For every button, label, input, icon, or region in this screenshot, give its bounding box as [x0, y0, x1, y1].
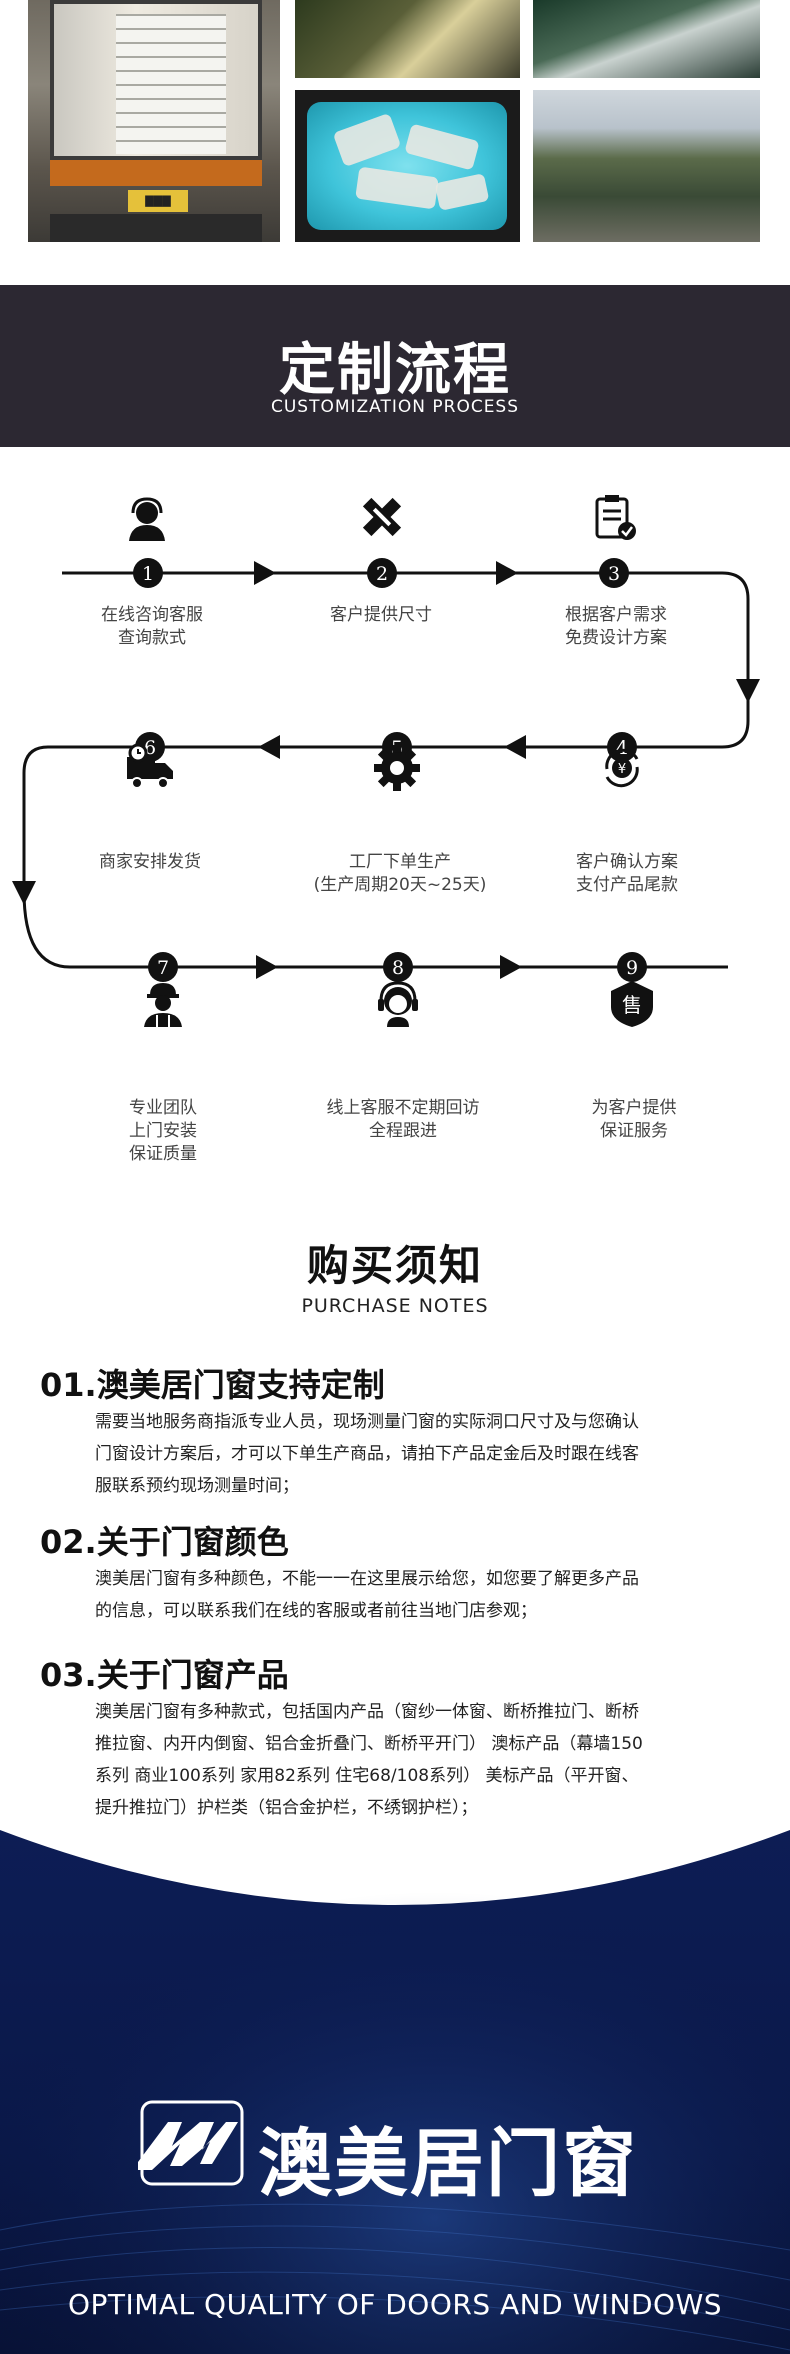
note-line: 需要当地服务商指派专业人员，现场测量门窗的实际洞口尺寸及与您确认: [95, 1412, 639, 1432]
arrow-down-icon: [736, 679, 760, 703]
arrow-right-icon: [496, 561, 518, 585]
step-label-9: 为客户提供 保证服务: [591, 1098, 677, 1141]
gear-icon: [374, 745, 420, 791]
packaged-part: [355, 166, 439, 210]
step-label-6: 商家安排发货: [99, 852, 201, 872]
worker-icon: [144, 983, 182, 1027]
truck-loading-photo: ▇▇▇: [28, 0, 280, 242]
process-banner: 定制流程 CUSTOMIZATION PROCESS: [0, 285, 790, 447]
note-line: 服联系预约现场测量时间；: [95, 1476, 299, 1496]
brand-slogan: OPTIMAL QUALITY OF DOORS AND WINDOWS: [67, 2288, 723, 2321]
step-label-7: 专业团队 上门安装 保证质量: [129, 1098, 197, 1164]
step-number: 1: [142, 563, 154, 585]
note-line: 推拉窗、内开内倒窗、铝合金折叠门、断桥平开门） 澳标产品（幕墙150: [95, 1734, 643, 1754]
process-flow-lines: 123456789: [12, 558, 760, 982]
step-number: 7: [157, 957, 169, 979]
brand-footer: 澳美居门窗 OPTIMAL QUALITY OF DOORS AND WINDO…: [0, 1810, 790, 2354]
step-number-badge: [383, 952, 413, 982]
arrow-left-icon: [258, 735, 280, 759]
shield-shou-icon: 售: [611, 981, 653, 1027]
step-label-8: 线上客服不定期回访 全程跟进: [326, 1098, 480, 1141]
note-body: 澳美居门窗有多种颜色，不能一一在这里展示给您，如您要了解更多产品 的信息，可以联…: [95, 1563, 750, 1627]
purchase-notes-header: 购买须知 PURCHASE NOTES: [0, 1232, 790, 1317]
step-number: 4: [616, 737, 628, 759]
step-label-3: 根据客户需求 免费设计方案: [565, 605, 667, 648]
packaged-part: [332, 112, 402, 168]
note-line: 澳美居门窗有多种颜色，不能一一在这里展示给您，如您要了解更多产品: [95, 1569, 639, 1589]
banner-title: 定制流程: [279, 338, 511, 403]
delivery-truck-icon: [127, 743, 173, 789]
step-label-4: 客户确认方案 支付产品尾款: [576, 852, 678, 895]
note-line: 门窗设计方案后，才可以下单生产商品，请拍下产品定金后及时跟在线客: [95, 1444, 639, 1464]
process-flow: 123456789 ¥: [0, 447, 790, 1197]
note-heading: 02.关于门窗颜色: [40, 1523, 289, 1561]
customer-service-icon: [129, 497, 165, 541]
arrow-right-icon: [500, 955, 522, 979]
notes-title: 购买须知: [306, 1241, 483, 1290]
step-label-1: 在线咨询客服 查询款式: [101, 605, 203, 648]
step-number-badge: [367, 558, 397, 588]
window-frames-stack: [116, 14, 226, 154]
arrow-right-icon: [254, 561, 276, 585]
truck-wheels: [50, 214, 262, 242]
step-number-badge: [148, 952, 178, 982]
note-heading: 01.澳美居门窗支持定制: [40, 1366, 385, 1404]
step-number-badge: [599, 558, 629, 588]
shield-glyph: 售: [622, 993, 642, 1017]
banner-subtitle: CUSTOMIZATION PROCESS: [270, 397, 520, 417]
arrow-right-icon: [256, 955, 278, 979]
glass-panels-photo: [533, 0, 760, 78]
step-number-badge: [607, 732, 637, 762]
svg-text:¥: ¥: [618, 762, 626, 777]
ruler-pencil-icon: [362, 497, 402, 537]
packaged-part: [434, 173, 490, 211]
note-line: 系列 商业100系列 家用82系列 住宅68/108系列） 美标产品（平开窗、: [95, 1766, 639, 1786]
brand-mark-icon: [138, 2100, 244, 2186]
footer-background: [0, 1810, 790, 2354]
note-line: 的信息，可以联系我们在线的客服或者前往当地门店参观；: [95, 1601, 537, 1621]
hardware-parts-photo: [295, 0, 520, 78]
truck-bumper: [50, 160, 262, 186]
note-line: 澳美居门窗有多种款式，包括国内产品（窗纱一体窗、断桥推拉门、断桥: [95, 1702, 639, 1722]
step-label-2: 客户提供尺寸: [330, 605, 432, 625]
arrow-down-icon: [12, 881, 36, 905]
packed-fittings-photo: [295, 90, 520, 242]
step-number: 3: [608, 563, 620, 585]
product-photo-strip: ▇▇▇: [0, 0, 790, 285]
step-number-badge: [133, 558, 163, 588]
arrow-left-icon: [504, 735, 526, 759]
headset-icon: [378, 981, 418, 1027]
note-item-1: 01.澳美居门窗支持定制 需要当地服务商指派专业人员，现场测量门窗的实际洞口尺寸…: [40, 1360, 750, 1502]
license-plate: ▇▇▇: [128, 190, 188, 212]
crated-windows-photo: [533, 90, 760, 242]
notes-subtitle: PURCHASE NOTES: [301, 1295, 489, 1317]
note-item-3: 03.关于门窗产品 澳美居门窗有多种款式，包括国内产品（窗纱一体窗、断桥推拉门、…: [40, 1650, 750, 1824]
step-number: 9: [626, 957, 638, 979]
yuan-refresh-icon: ¥: [605, 748, 639, 788]
note-item-2: 02.关于门窗颜色 澳美居门窗有多种颜色，不能一一在这里展示给您，如您要了解更多…: [40, 1517, 750, 1627]
flow-path: [22, 571, 750, 969]
note-heading: 03.关于门窗产品: [40, 1656, 289, 1694]
step-number: 2: [376, 563, 388, 585]
packaged-part: [404, 123, 480, 171]
step-label-5: 工厂下单生产 (生产周期20天~25天): [313, 852, 487, 895]
blue-tub: [307, 102, 507, 230]
clipboard-check-icon: [595, 495, 636, 540]
note-body: 需要当地服务商指派专业人员，现场测量门窗的实际洞口尺寸及与您确认 门窗设计方案后…: [95, 1406, 750, 1502]
truck-cargo-box: [50, 0, 262, 160]
step-number: 8: [392, 957, 404, 979]
brand-name: 澳美居门窗: [258, 2121, 638, 2207]
step-number-badge: [617, 952, 647, 982]
note-body: 澳美居门窗有多种款式，包括国内产品（窗纱一体窗、断桥推拉门、断桥 推拉窗、内开内…: [95, 1696, 750, 1824]
